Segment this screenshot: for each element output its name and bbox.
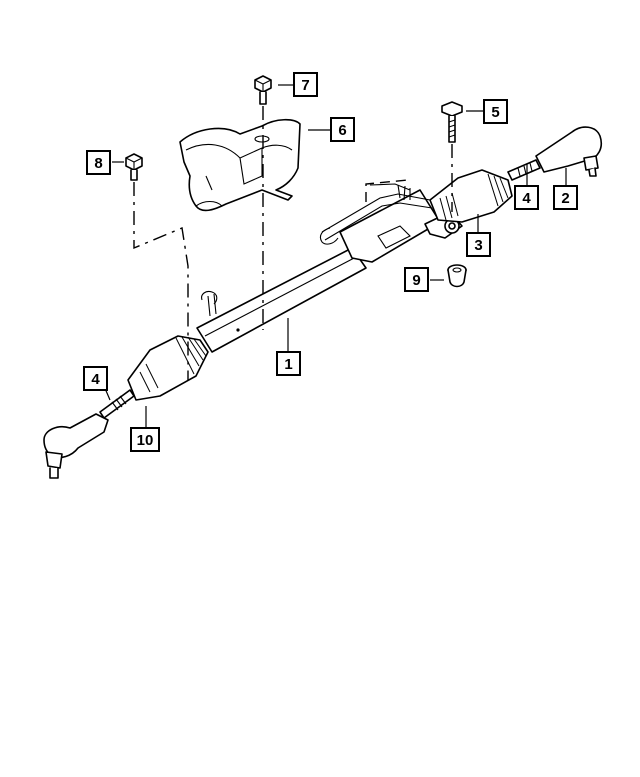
callout-4-left[interactable]: 4 (83, 366, 108, 391)
callout-8-label: 8 (94, 155, 102, 172)
left-tie-rod[interactable] (99, 389, 135, 419)
mount-bushing-9[interactable] (447, 264, 467, 288)
callout-4-right-label: 4 (522, 190, 531, 207)
bolt-5[interactable] (441, 101, 463, 143)
callout-4-right[interactable]: 4 (514, 185, 539, 210)
callout-7[interactable]: 7 (293, 72, 318, 97)
callout-7-label: 7 (301, 77, 309, 94)
callout-1[interactable]: 1 (276, 351, 301, 376)
callout-5-label: 5 (491, 104, 499, 121)
heat-shield[interactable] (179, 118, 301, 212)
callout-10[interactable]: 10 (130, 427, 160, 452)
callout-6-label: 6 (338, 122, 346, 139)
callout-5[interactable]: 5 (483, 99, 508, 124)
callout-3-label: 3 (474, 237, 482, 254)
right-tie-rod[interactable] (507, 159, 541, 181)
callout-2-label: 2 (561, 190, 569, 207)
callout-10-label: 10 (137, 432, 154, 449)
centerline-bracket (365, 179, 409, 202)
right-bellows-boot[interactable] (429, 169, 513, 223)
centerline-bolt-8 (133, 182, 189, 380)
callout-8[interactable]: 8 (86, 150, 111, 175)
callout-1-label: 1 (284, 356, 292, 373)
callout-3[interactable]: 3 (466, 232, 491, 257)
callout-9[interactable]: 9 (404, 267, 429, 292)
left-tie-rod-end[interactable] (43, 413, 109, 479)
right-tie-rod-end[interactable] (535, 126, 603, 177)
callout-6[interactable]: 6 (330, 117, 355, 142)
bolt-7[interactable] (254, 75, 272, 105)
callout-2[interactable]: 2 (553, 185, 578, 210)
left-bellows-boot[interactable] (127, 335, 209, 401)
bolt-8[interactable] (125, 153, 143, 181)
callout-4-left-label: 4 (91, 371, 100, 388)
callout-9-label: 9 (412, 272, 420, 289)
